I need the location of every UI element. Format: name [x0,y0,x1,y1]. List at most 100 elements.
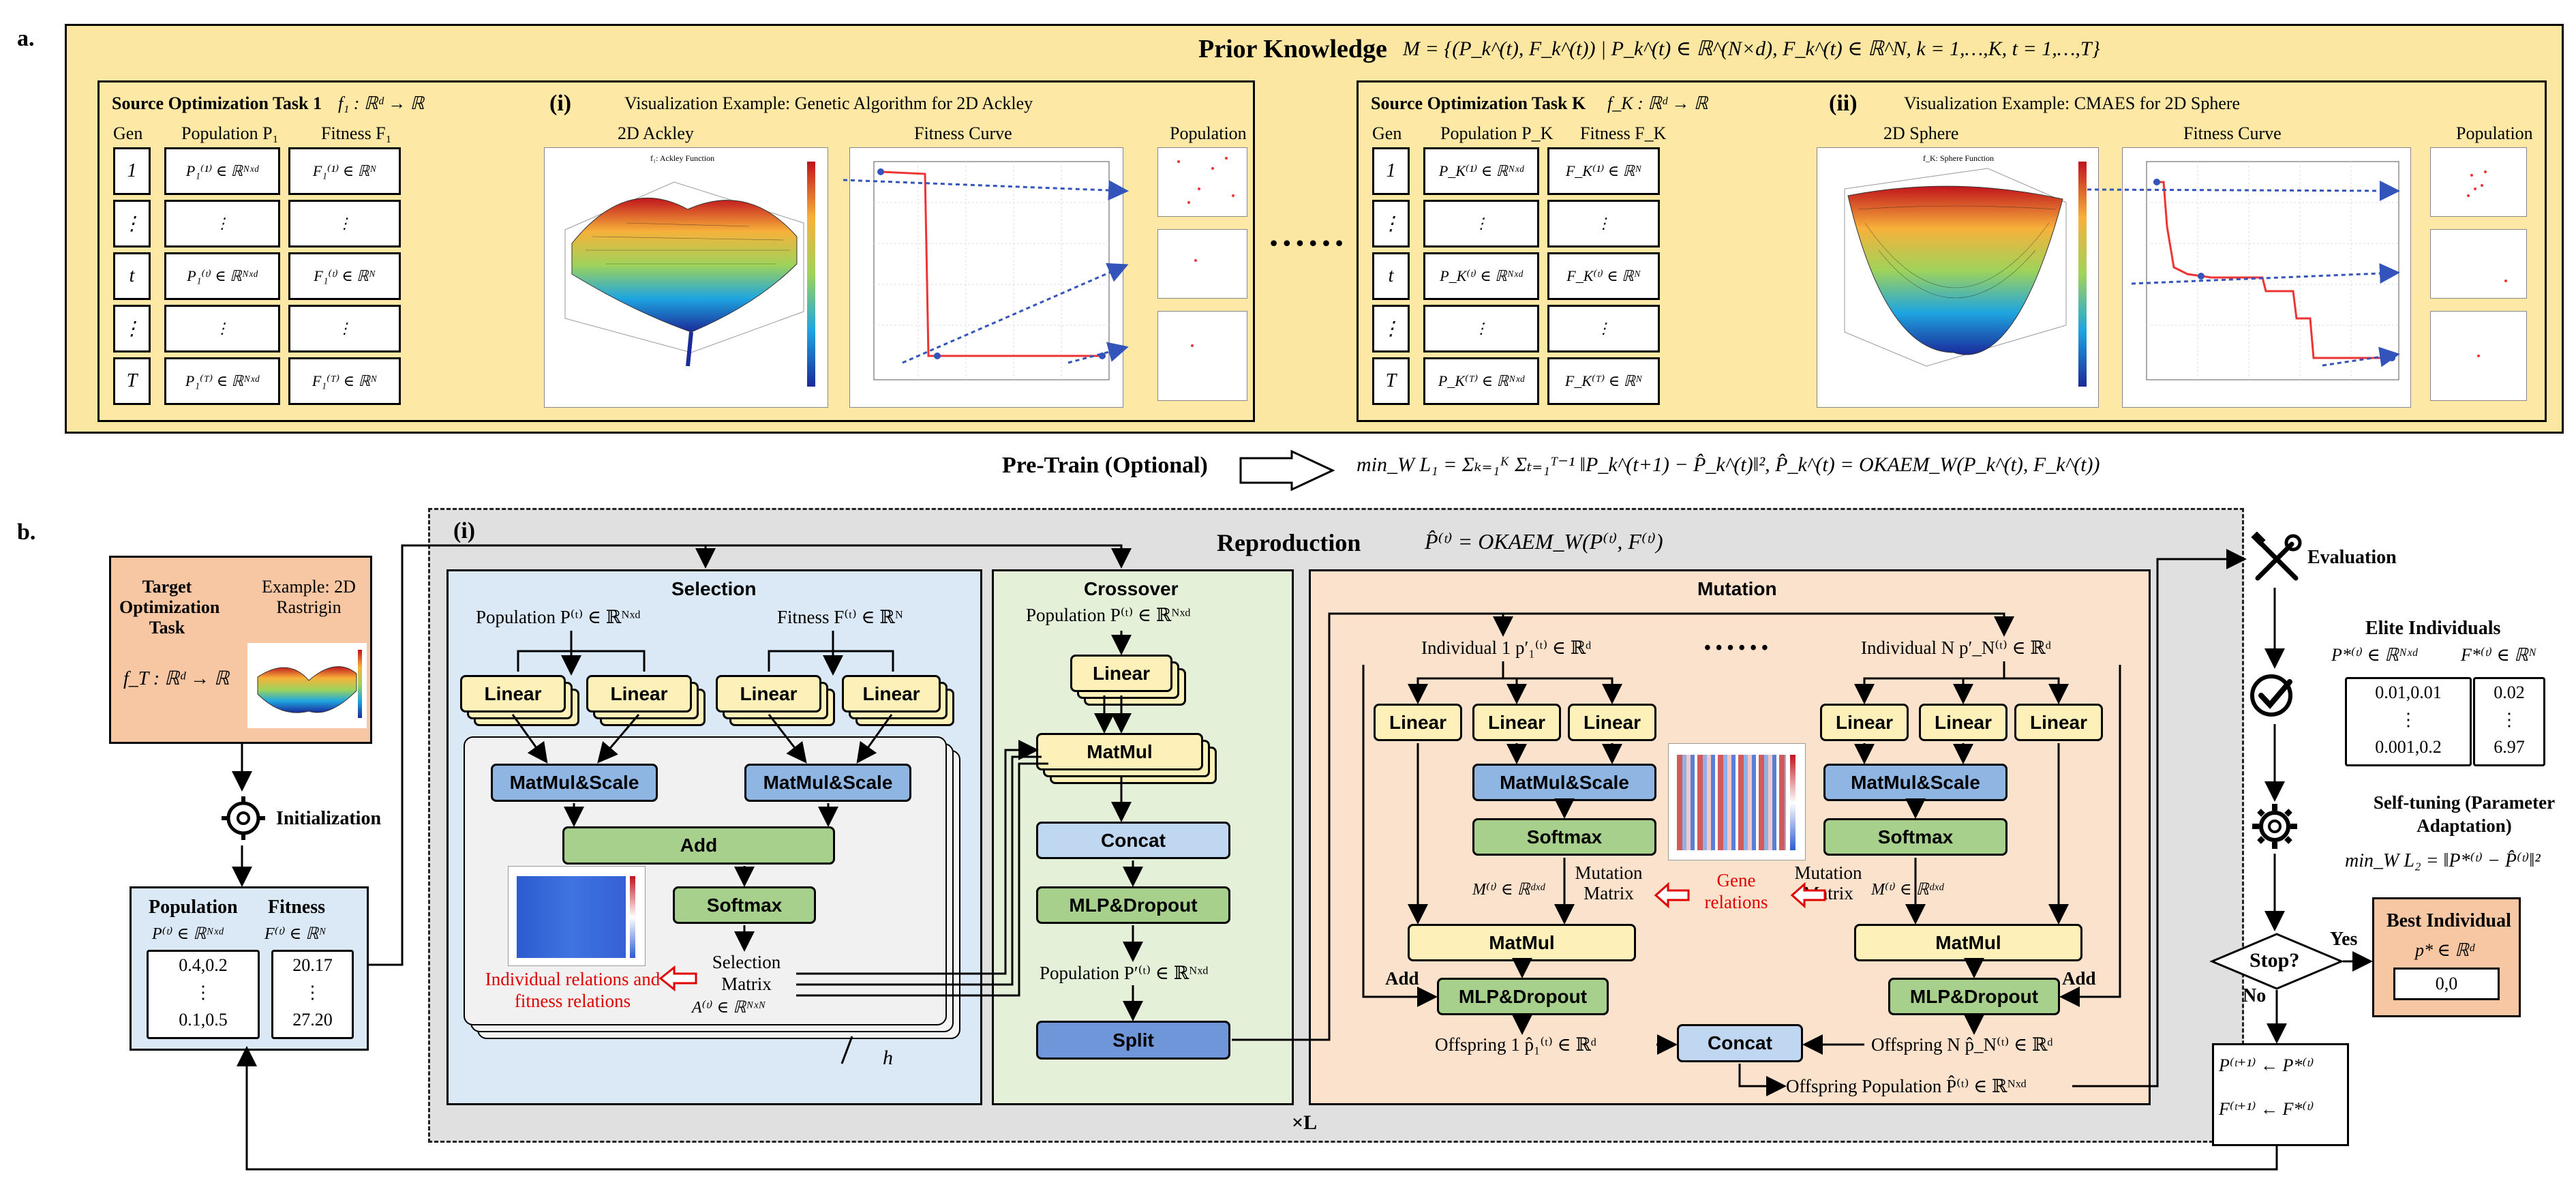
pretrain-label: Pre-Train (Optional) [1002,453,1208,478]
selection-linear-1: Linear [460,675,566,712]
mutation-dots: • • • • • • [1704,638,1768,659]
sphere-surface-plot: f_K: Sphere Function [1817,147,2099,408]
population-cell: P₁⁽ᵀ⁾ ∈ ℝᴺˣᵈ [164,357,280,405]
population-cell: P_K⁽ᵀ⁾ ∈ ℝᴺˣᵈ [1423,357,1539,405]
selection-matmul-scale-2: MatMul&Scale [744,764,911,802]
fitness-curve-1 [849,147,1123,408]
taskk-roman: (ii) [1829,91,1858,116]
pop-value-row: 0.4,0.2 [179,955,228,975]
fitness-cell: ⋮ [288,305,401,352]
fit-value-row: 20.17 [292,955,333,975]
wrench-gear-icon [222,796,265,840]
gen-cell: ⋮ [113,305,151,352]
selftune-label: Self-tuning (Parameter Adaptation) [2373,792,2556,836]
selection-linear-4: Linear [842,675,941,712]
elite-p-row: ⋮ [2399,710,2417,730]
crossover-pop-output: Population P′⁽ᵗ⁾ ∈ ℝᴺˣᵈ [1040,963,1209,983]
fitness-cell: ⋮ [1547,305,1660,352]
popfit-pop-values: 0.4,0.2 ⋮ 0.1,0.5 [147,950,260,1039]
elite-p-values: 0.01,0.01 ⋮ 0.001,0.2 [2345,677,2472,766]
mutation-linear-1a: Linear [1374,704,1462,741]
selection-linear-3: Linear [716,675,821,712]
gen-cell: T [1372,357,1410,405]
population-cell: P₁⁽ᵗ⁾ ∈ ℝᴺˣᵈ [164,252,280,300]
population-cell: ⋮ [1423,200,1539,247]
mutation-matmul-scale-1: MatMul&Scale [1472,764,1656,801]
crossover-matmul: MatMul [1036,733,1203,770]
mutation-linear-1b: Linear [1472,704,1561,741]
selection-matrix-formula: A⁽ᵗ⁾ ∈ ℝᴺˣᴺ [692,999,766,1017]
mutation-softmax-1: Softmax [1472,818,1656,856]
gen-cell: ⋮ [1372,305,1410,352]
mutation-add-1: Add [1385,968,1419,989]
elite-f-row: 6.97 [2494,737,2525,757]
popfit-pop-formula: P⁽ᵗ⁾ ∈ ℝᴺˣᵈ [152,925,224,943]
fit-value-row: 27.20 [292,1010,333,1030]
population-fitness-box: Population Fitness P⁽ᵗ⁾ ∈ ℝᴺˣᵈ F⁽ᵗ⁾ ∈ ℝᴺ… [130,886,369,1051]
prior-knowledge-formula: M = {(P_k^(t), F_k^(t)) | P_k^(t) ∈ ℝ^(N… [1403,38,2100,60]
taskk-formula: f_K : ℝᵈ → ℝ [1607,93,1708,113]
selection-relations-note: Individual relations and fitness relatio… [485,969,661,1011]
elite-p-row: 0.01,0.01 [2375,682,2442,702]
mutation-mlp-n: MLP&Dropout [1888,978,2060,1015]
panel-b-roman: (i) [453,518,476,543]
mutation-softmax-n: Softmax [1823,818,2007,856]
mutation-offspring-n: Offspring N p̂_N⁽ᵗ⁾ ∈ ℝᵈ [1871,1034,2053,1055]
prior-knowledge-title: Prior Knowledge [1198,35,1387,63]
task1-header-pop: Population P₁ [181,123,279,143]
task1-plot2-title: Fitness Curve [914,123,1012,143]
mutation-mlp-1: MLP&Dropout [1437,978,1609,1015]
ackley-surface [564,162,815,387]
crossover-pop-input: Population P⁽ᵗ⁾ ∈ ℝᴺˣᵈ [1026,605,1191,625]
update-f: F⁽ᵗ⁺¹⁾ ← F*⁽ᵗ⁾ [2219,1099,2314,1119]
fitness-cell: F_K⁽ᵀ⁾ ∈ ℝᴺ [1547,357,1660,405]
task1-plot1-title: 2D Ackley [618,123,694,143]
sphere-subtitle: f_K: Sphere Function [1923,153,1994,163]
no-label: No [2243,985,2267,1006]
population-thumb-1a [1157,147,1247,217]
selection-title: Selection [671,578,757,599]
elite-f-formula: F*⁽ᵗ⁾ ∈ ℝᴺ [2461,645,2536,665]
ackley-subtitle: f₁: Ackley Function [650,153,715,163]
fitness-cell: ⋮ [1547,200,1660,247]
panel-b-label: b. [17,520,36,545]
reproduction-title: Reproduction [1217,529,1361,556]
target-task-box: Target Optimization Task Example: 2D Ras… [109,556,372,744]
population-thumb-kc [2430,311,2527,401]
taskk-header-fit: Fitness F_K [1580,123,1667,143]
mutation-individual-1: Individual 1 p′₁⁽ᵗ⁾ ∈ ℝᵈ [1421,638,1592,658]
mutation-add-n: Add [2062,968,2096,989]
population-cell: ⋮ [1423,305,1539,352]
best-title: Best Individual [2386,910,2511,931]
elite-f-values: 0.02 ⋮ 6.97 [2473,677,2545,766]
initialization-label: Initialization [276,808,382,829]
best-formula: p* ∈ ℝᵈ [2415,940,2474,960]
gene-relations-note: Gene relations [1704,870,1768,912]
fitness-cell: F_K⁽¹⁾ ∈ ℝᴺ [1547,147,1660,195]
elite-p-row: 0.001,0.2 [2375,737,2442,757]
mutation-matrix-label-1: Mutation Matrix [1575,862,1643,903]
source-task-1: Source Optimization Task 1 f₁ : ℝᵈ → ℝ (… [97,80,1255,422]
mutation-matrix-heatmap [1668,743,1806,860]
evaluation-label: Evaluation [2307,547,2397,568]
panel-a-label: a. [17,26,35,51]
pretrain-formula: min_W L₁ = Σₖ₌₁ᴷ Σₜ₌₁ᵀ⁻¹ ‖P_k^(t+1) − P̂… [1357,453,2100,476]
fitness-cell: F_K⁽ᵗ⁾ ∈ ℝᴺ [1547,252,1660,300]
pop-value-row: ⋮ [194,982,212,1002]
population-cell: ⋮ [164,305,280,352]
population-cell: P₁⁽¹⁾ ∈ ℝᴺˣᵈ [164,147,280,195]
gen-cell: t [1372,252,1410,300]
selection-matrix-label: Selection Matrix [712,952,781,994]
selection-pop-input: Population P⁽ᵗ⁾ ∈ ℝᴺˣᵈ [476,607,641,627]
mutation-matrix-formula-1: M⁽ᵗ⁾ ∈ ℝᵈˣᵈ [1472,881,1545,899]
population-thumb-1c [1157,311,1247,401]
taskk-header-gen: Gen [1372,123,1402,143]
mutation-linear-na: Linear [1820,704,1909,741]
task1-title: Source Optimization Task 1 [112,93,322,113]
repeat-label: ×L [1292,1111,1318,1134]
fitness-cell: F₁⁽ᵗ⁾ ∈ ℝᴺ [288,252,401,300]
taskk-plot2-title: Fitness Curve [2183,123,2282,143]
gen-cell: 1 [113,147,151,195]
best-individual-box: Best Individual p* ∈ ℝᵈ 0,0 [2372,897,2521,1017]
task1-roman: (i) [549,91,572,116]
